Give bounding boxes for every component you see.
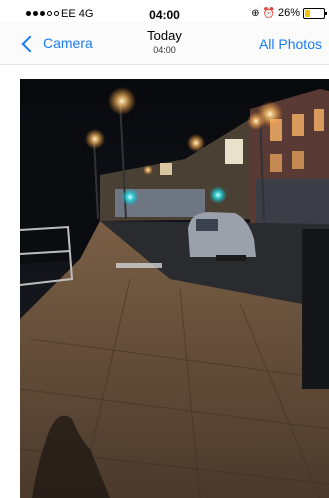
person-shadow (32, 415, 110, 498)
status-time: 04:00 (149, 8, 180, 22)
photo-viewer[interactable] (20, 79, 329, 498)
signal-dot (54, 11, 59, 16)
status-right-group: ⊕ ⏰ 26% (251, 7, 327, 19)
street-light (247, 112, 265, 130)
navigation-bar: Camera Today 04:00 All Photos (0, 22, 329, 65)
battery-cap (325, 11, 327, 15)
status-bar: EE 4G 04:00 ⊕ ⏰ 26% (0, 0, 329, 22)
back-button[interactable]: Camera (21, 35, 93, 52)
car-window (196, 219, 218, 231)
car-bumper (216, 255, 246, 261)
building-window (314, 109, 324, 131)
street-light (108, 87, 136, 115)
all-photos-button[interactable]: All Photos (258, 36, 322, 52)
location-icon: ⊕ (251, 7, 260, 19)
battery-percent: 26% (277, 7, 300, 19)
signal-dot (40, 11, 45, 16)
nav-title: Today 04:00 (0, 28, 329, 55)
traffic-light (209, 186, 227, 204)
street-light (187, 134, 205, 152)
building-window (225, 139, 243, 164)
nav-title-time: 04:00 (153, 45, 176, 55)
battery-icon (303, 7, 327, 19)
alarm-icon: ⏰ (262, 7, 275, 19)
signal-dot (47, 11, 52, 16)
carrier-label: EE 4G (61, 8, 94, 20)
traffic-light (121, 188, 139, 206)
road-marking (116, 263, 162, 268)
street-light (85, 129, 105, 149)
building-window (292, 114, 304, 136)
building-window (160, 163, 172, 175)
signal-dot (33, 11, 38, 16)
sidewalk (20, 221, 329, 498)
building-window (292, 151, 304, 169)
battery-fill (305, 9, 310, 17)
tree-silhouette (20, 117, 100, 264)
night-street-photo (20, 79, 329, 498)
street-light (143, 165, 153, 175)
railing (20, 225, 74, 286)
road (100, 221, 329, 309)
signal-strength-icon (26, 11, 59, 16)
signal-dot (26, 11, 31, 16)
bin (302, 229, 329, 389)
building-window (270, 154, 282, 172)
shopfront (256, 179, 329, 224)
back-button-label: Camera (43, 35, 93, 51)
nav-title-date: Today (147, 28, 182, 43)
